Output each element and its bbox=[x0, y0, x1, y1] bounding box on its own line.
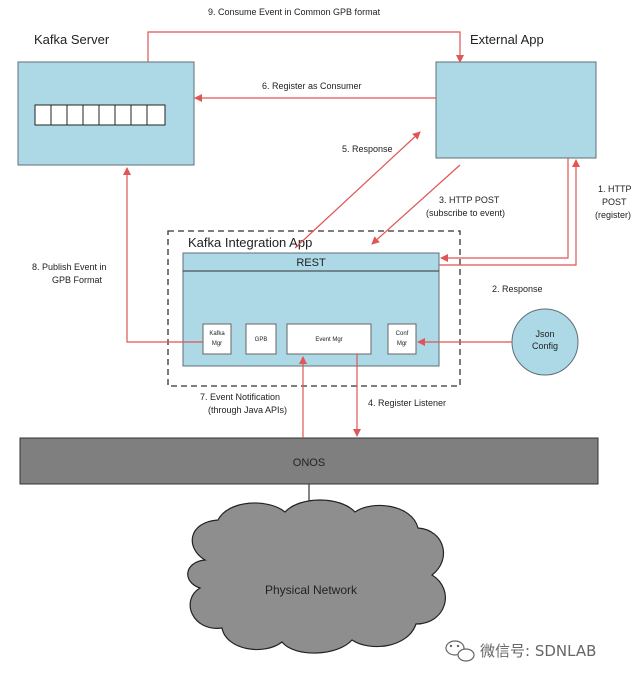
kafka-mgr-box: Kafka Mgr bbox=[202, 323, 232, 355]
conf-mgr-label-line2: Mgr bbox=[397, 341, 407, 347]
edge-3-label-line1: 3. HTTP POST bbox=[439, 195, 500, 205]
watermark-text: 微信号: SDNLAB bbox=[480, 642, 596, 660]
kafka-server-node: Kafka Server bbox=[17, 32, 195, 166]
edge-3-label-line2: (subscribe to event) bbox=[426, 208, 505, 218]
edge-4-label: 4. Register Listener bbox=[368, 398, 446, 408]
edge-1-label-line3: (register) bbox=[595, 210, 631, 220]
watermark: 微信号: SDNLAB bbox=[445, 640, 596, 662]
conf-mgr-box: Conf Mgr bbox=[387, 323, 417, 355]
edge-1-label-line2: POST bbox=[602, 197, 627, 207]
edge-6: 6. Register as Consumer bbox=[194, 81, 436, 102]
gpb-label: GPB bbox=[255, 337, 268, 343]
kafka-queue bbox=[34, 104, 166, 126]
kafka-mgr-label-line1: Kafka bbox=[209, 331, 225, 337]
external-app-box bbox=[435, 61, 597, 159]
edge-3: 3. HTTP POST (subscribe to event) bbox=[371, 164, 505, 245]
edge-1-label-line1: 1. HTTP bbox=[598, 184, 632, 194]
edge-4: 4. Register Listener bbox=[353, 354, 446, 437]
kafka-mgr-label-line2: Mgr bbox=[212, 341, 222, 347]
kafka-server-label: Kafka Server bbox=[34, 32, 110, 47]
wechat-icon bbox=[445, 640, 475, 662]
edge-5: 5. Response bbox=[294, 131, 421, 249]
onos-bar bbox=[19, 437, 599, 485]
edge-2-label: 2. Response bbox=[492, 284, 543, 294]
json-config-label-line2: Config bbox=[532, 341, 558, 351]
cloud-shape bbox=[187, 499, 446, 654]
edge-6-label: 6. Register as Consumer bbox=[262, 81, 362, 91]
integration-app-label: Kafka Integration App bbox=[188, 235, 312, 250]
edge-9-label: 9. Consume Event in Common GPB format bbox=[208, 7, 381, 17]
event-mgr-label: Event Mgr bbox=[315, 337, 342, 343]
edge-2: 2. Response bbox=[440, 158, 569, 294]
edge-7-label-line1: 7. Event Notification bbox=[200, 392, 280, 402]
edge-8-label-line2: GPB Format bbox=[52, 275, 103, 285]
json-config-node: Json Config bbox=[511, 308, 579, 376]
edge-1: 1. HTTP POST (register) bbox=[439, 159, 632, 266]
rest-label: REST bbox=[296, 257, 326, 269]
edge-7: 7. Event Notification (through Java APIs… bbox=[200, 356, 307, 438]
edge-5-label: 5. Response bbox=[342, 144, 393, 154]
conf-mgr-label-line1: Conf bbox=[396, 331, 409, 337]
event-mgr-box: Event Mgr bbox=[286, 323, 372, 355]
external-app-node: External App bbox=[435, 32, 597, 159]
json-config-label-line1: Json bbox=[535, 329, 554, 339]
edge-7-label-line2: (through Java APIs) bbox=[208, 405, 287, 415]
edge-8: 8. Publish Event in GPB Format bbox=[32, 167, 203, 343]
gpb-box: GPB bbox=[245, 323, 277, 355]
physical-network-label: Physical Network bbox=[265, 583, 358, 597]
edge-8-label-line1: 8. Publish Event in bbox=[32, 262, 107, 272]
edge-9: 9. Consume Event in Common GPB format bbox=[147, 7, 464, 63]
integration-app-node: Kafka Integration App REST Kafka Mgr GPB… bbox=[167, 230, 461, 387]
physical-network-node: Physical Network bbox=[187, 499, 446, 654]
onos-label: ONOS bbox=[293, 457, 325, 469]
external-app-label: External App bbox=[470, 32, 544, 47]
onos-node: ONOS bbox=[19, 437, 599, 485]
